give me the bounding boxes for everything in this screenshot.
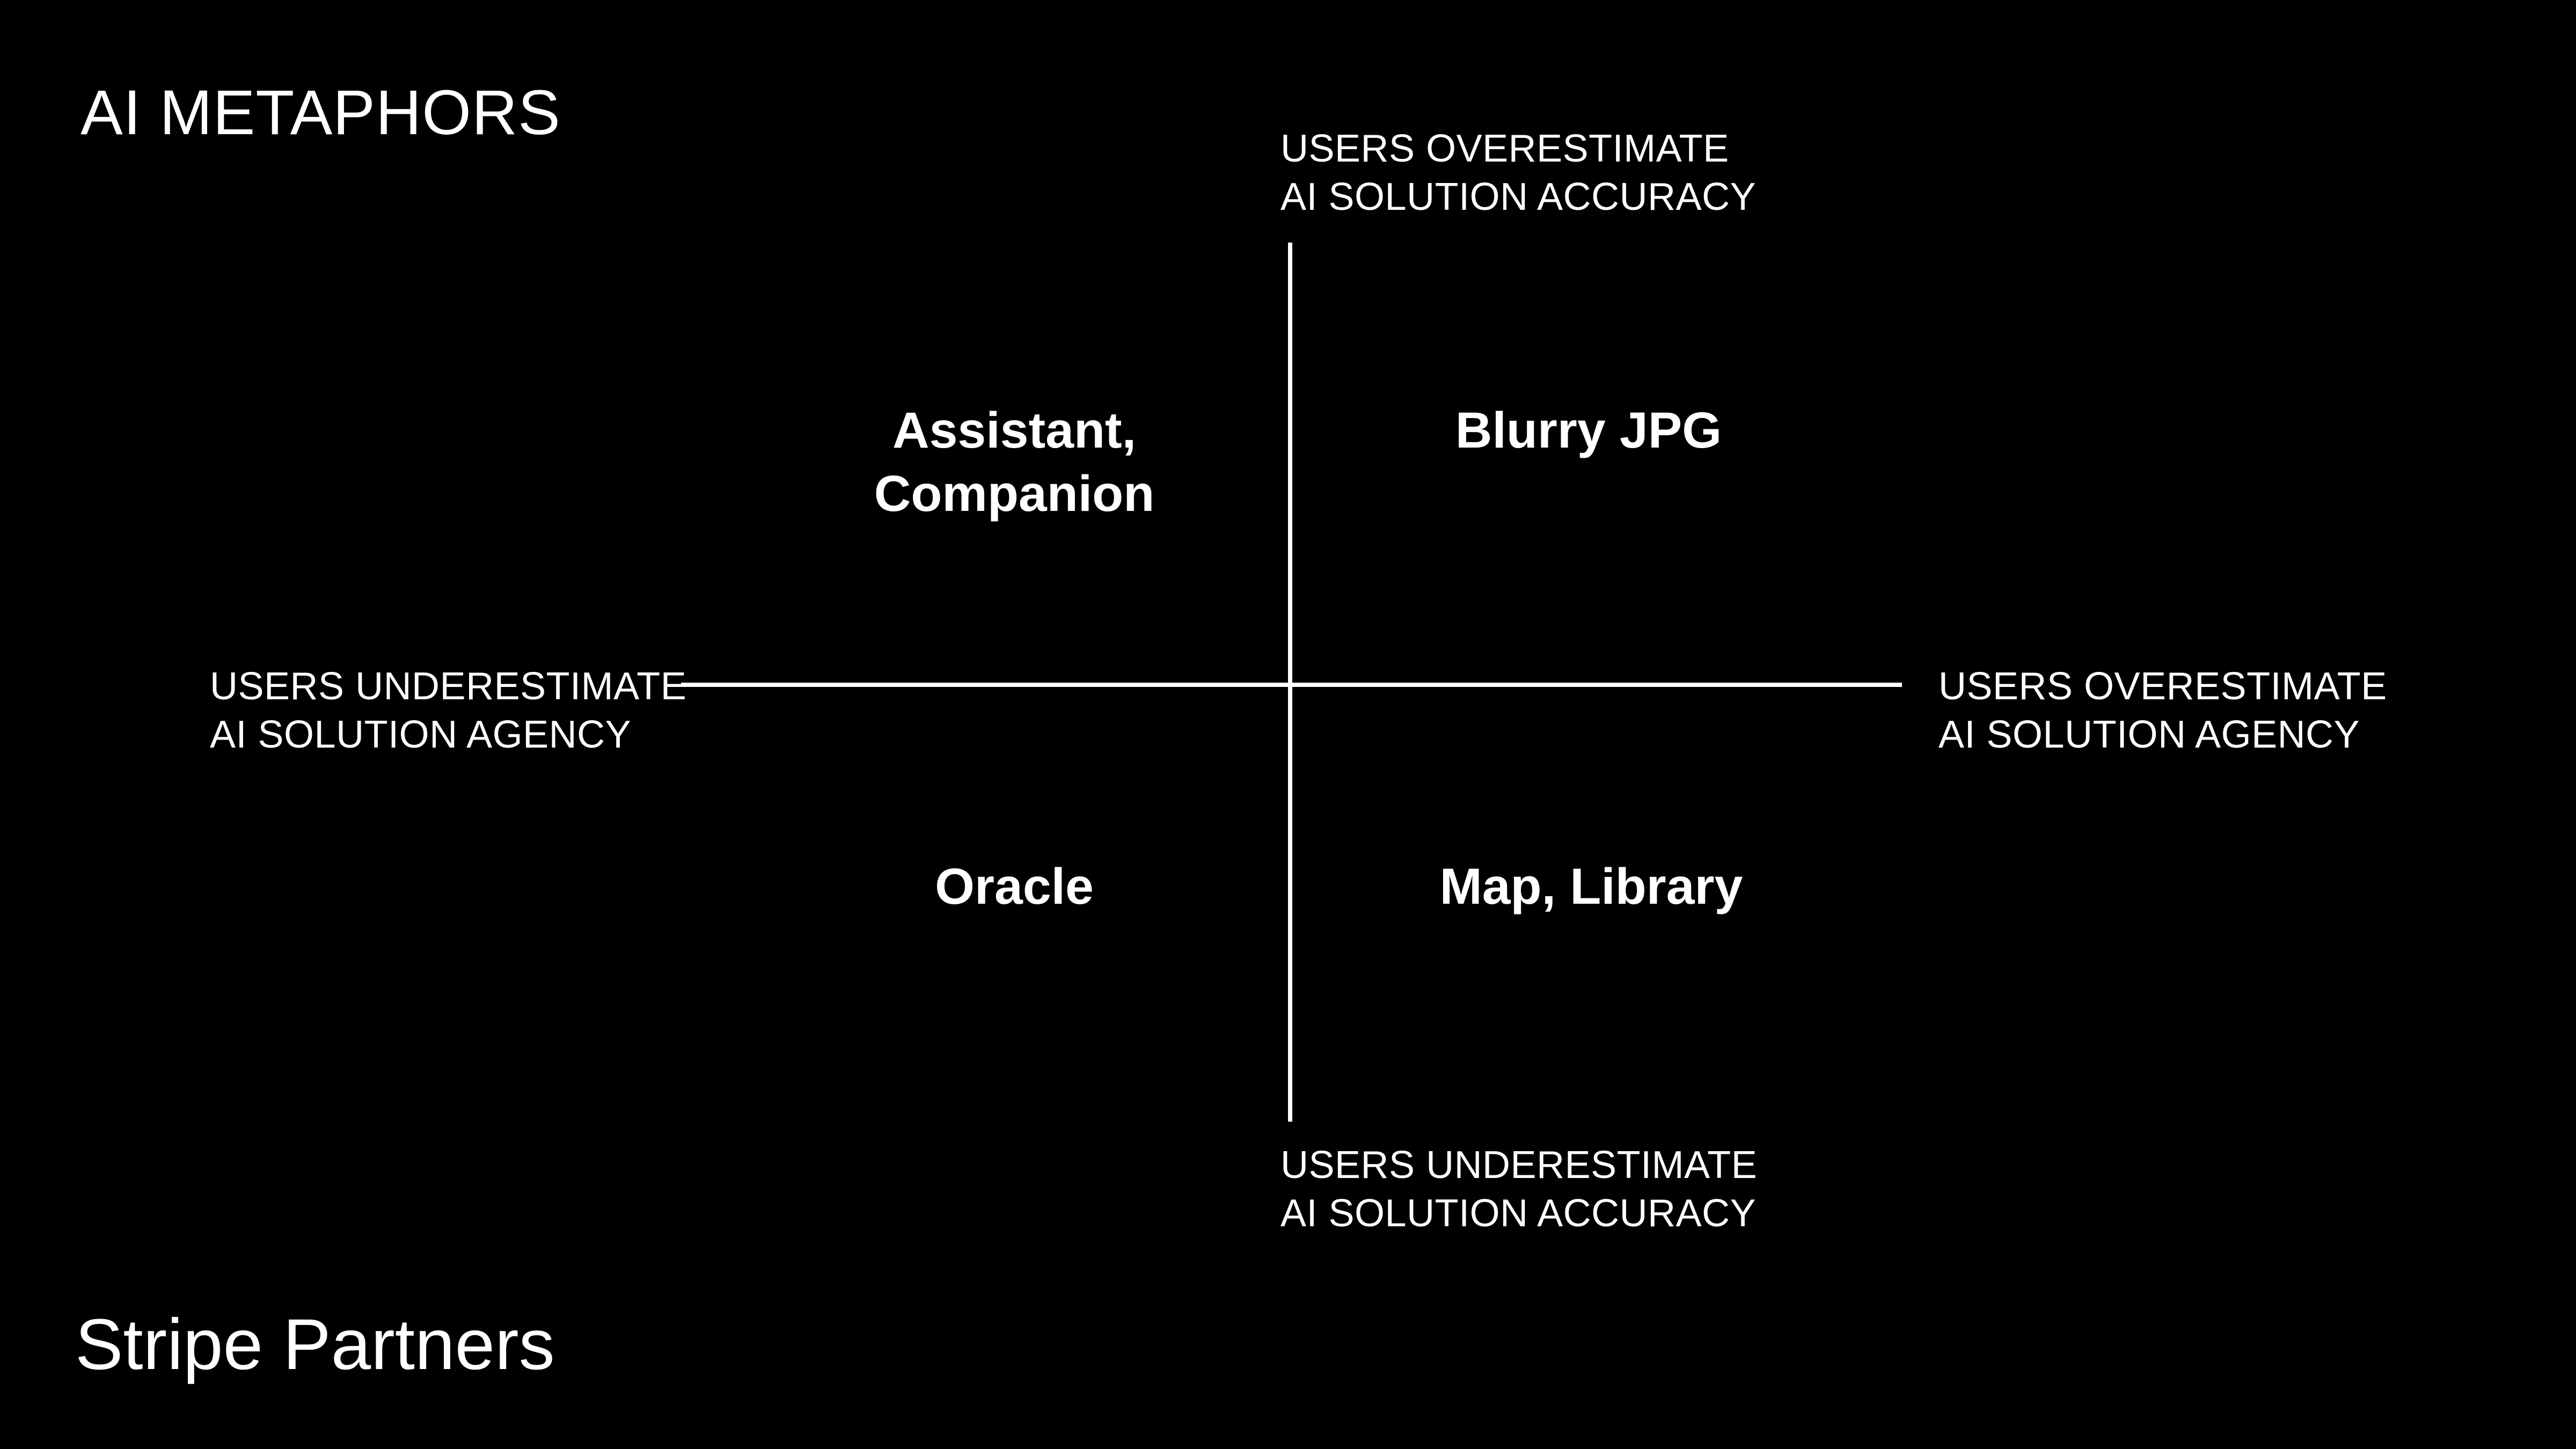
axis-label-top-line1: USERS OVERESTIMATE	[1280, 127, 1729, 170]
page-title: AI METAPHORS	[80, 77, 561, 148]
quadrant-label-top-right: Blurry JPG	[1455, 399, 1722, 462]
axis-label-left-line1: USERS UNDERESTIMATE	[210, 665, 687, 708]
quadrant-label-bottom-left-line1: Oracle	[935, 858, 1094, 915]
horizontal-axis-line	[681, 683, 1902, 687]
axis-label-bottom-line2: AI SOLUTION ACCURACY	[1280, 1192, 1757, 1235]
axis-label-right: USERS OVERESTIMATE AI SOLUTION AGENCY	[1938, 662, 2387, 759]
quadrant-label-bottom-right: Map, Library	[1440, 855, 1743, 918]
vertical-axis-line	[1288, 243, 1292, 1122]
axis-label-bottom-line1: USERS UNDERESTIMATE	[1280, 1144, 1758, 1187]
axis-label-left: USERS UNDERESTIMATE AI SOLUTION AGENCY	[210, 662, 686, 759]
quadrant-label-top-left: Assistant, Companion	[874, 399, 1154, 525]
axis-label-top-line2: AI SOLUTION ACCURACY	[1280, 175, 1757, 218]
axis-label-bottom: USERS UNDERESTIMATE AI SOLUTION ACCURACY	[1280, 1141, 1757, 1238]
quadrant-label-top-right-line1: Blurry JPG	[1455, 402, 1722, 459]
quadrant-label-top-left-line2: Companion	[874, 465, 1155, 522]
axis-label-left-line2: AI SOLUTION AGENCY	[210, 713, 632, 756]
quadrant-label-bottom-left: Oracle	[935, 855, 1094, 918]
brand-footer: Stripe Partners	[75, 1305, 555, 1385]
axis-label-top: USERS OVERESTIMATE AI SOLUTION ACCURACY	[1280, 125, 1756, 221]
quadrant-label-top-left-line1: Assistant,	[892, 402, 1137, 459]
quadrant-label-bottom-right-line1: Map, Library	[1439, 858, 1743, 915]
axis-label-right-line2: AI SOLUTION AGENCY	[1938, 713, 2360, 756]
axis-label-right-line1: USERS OVERESTIMATE	[1938, 665, 2387, 708]
